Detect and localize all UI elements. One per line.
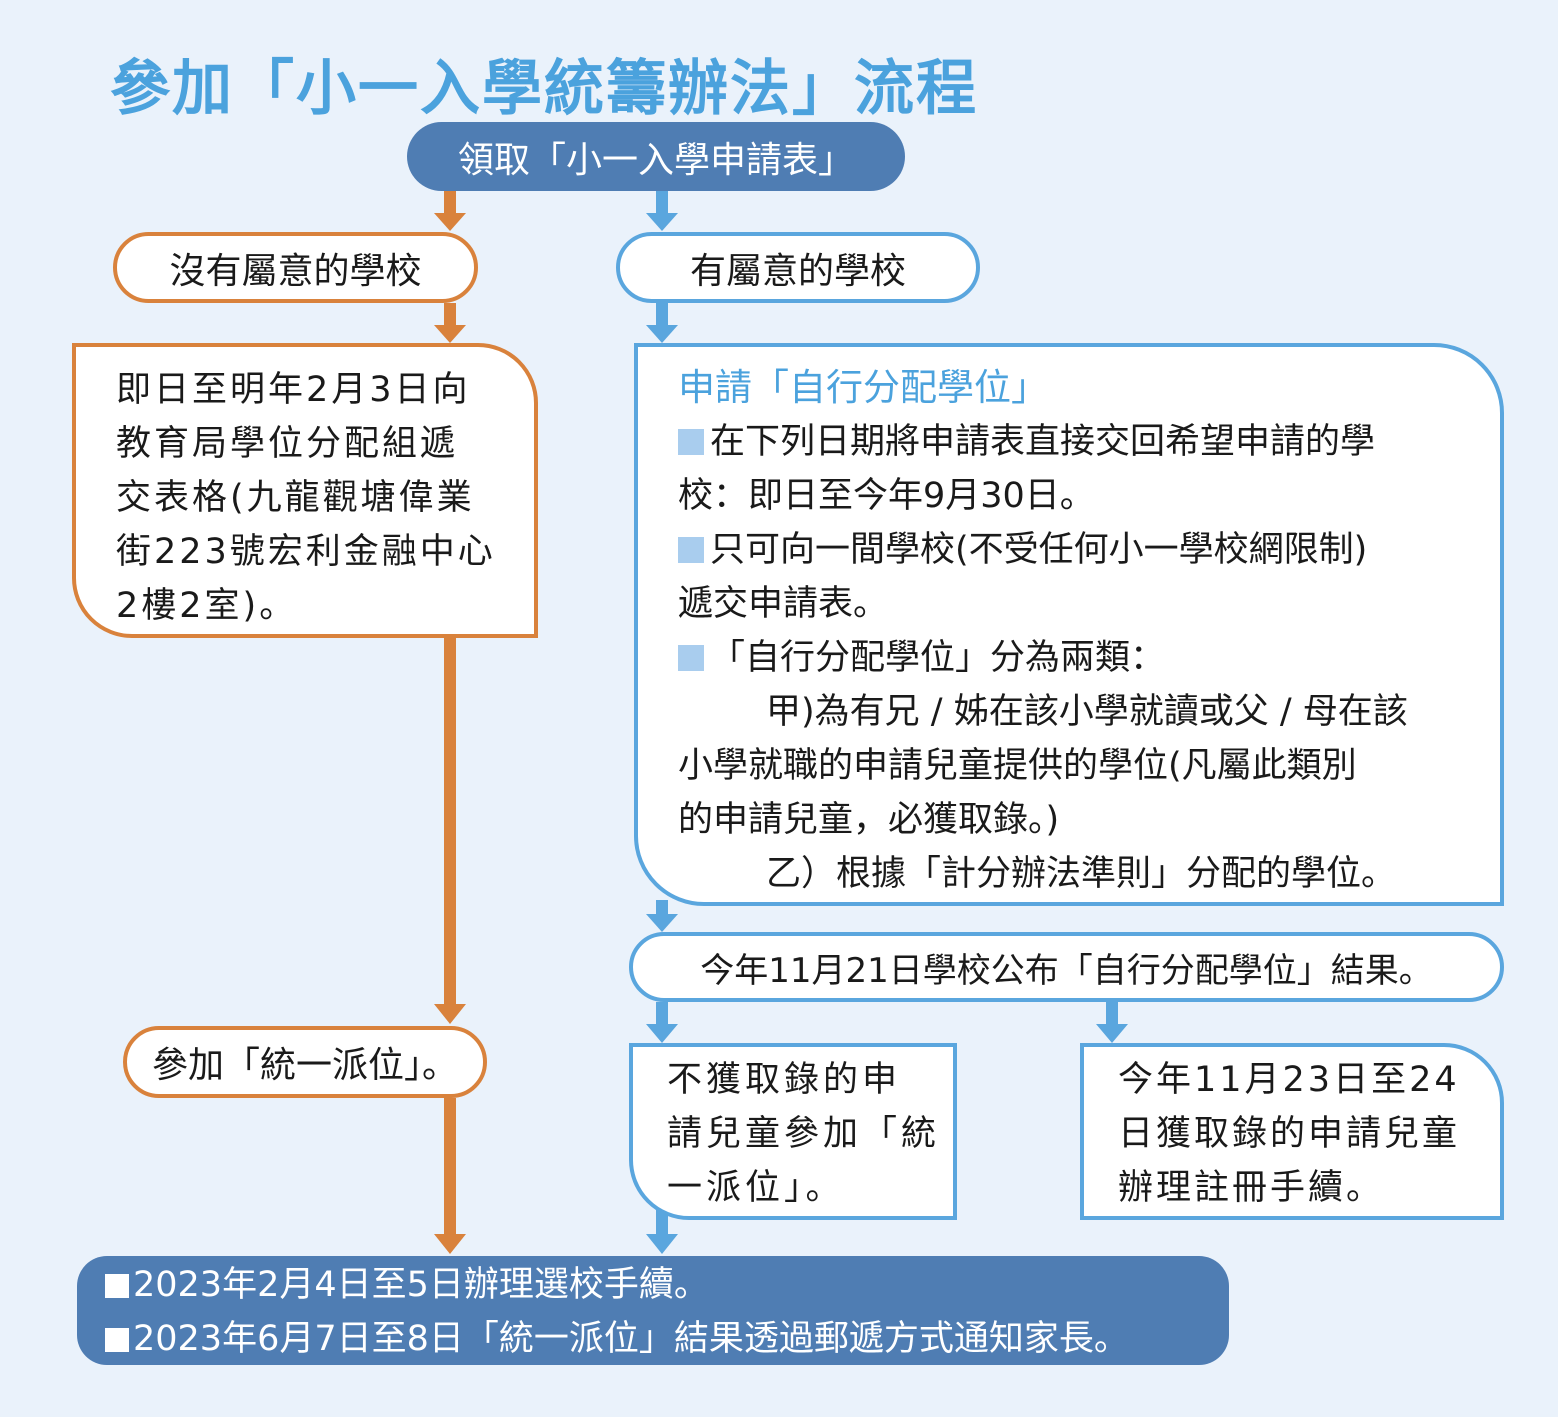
not-admitted-line: 請兒童參加「統	[667, 1114, 941, 1154]
central-allocation-label: 參加「統一派位」。	[151, 1045, 458, 1086]
results-label: 今年11月21日學校公布「自行分配學位」結果。	[700, 950, 1433, 991]
has-preferred-label: 有屬意的學校	[689, 250, 906, 292]
detail-line: 校：即日至今年9月30日。	[678, 476, 1095, 516]
info-line: 交表格(九龍觀塘偉業	[116, 478, 475, 518]
detail-line: 乙）根據「計分辦法準則」分配的學位。	[766, 854, 1397, 894]
admitted-line: 辦理註冊手續。	[1118, 1168, 1385, 1208]
detail-line: 小學就職的申請兒童提供的學位(凡屬此類別	[678, 746, 1357, 786]
info-line: 教育局學位分配組遞	[116, 424, 459, 464]
no-preferred-school: 沒有屬意的學校	[113, 232, 478, 303]
detail-line: 只可向一間學校(不受任何小一學校網限制)	[710, 530, 1368, 570]
info-line: 2樓2室)。	[116, 586, 298, 626]
page-title: 參加「小一入學統籌辦法」流程	[110, 54, 978, 124]
results-announcement: 今年11月21日學校公布「自行分配學位」結果。	[629, 932, 1504, 1002]
bullet-square-icon	[678, 429, 704, 455]
central-allocation-step: 參加「統一派位」。	[123, 1026, 487, 1098]
central-submission-info: 即日至明年2月3日向 教育局學位分配組遞 交表格(九龍觀塘偉業 街223號宏利金…	[72, 343, 538, 638]
discretionary-places-box: 申請「自行分配學位」 在下列日期將申請表直接交回希望申請的學 校：即日至今年9月…	[634, 343, 1504, 906]
discretionary-heading: 申請「自行分配學位」	[678, 366, 1048, 409]
start-label: 領取「小一入學申請表」	[457, 139, 854, 181]
detail-line: 遞交申請表。	[678, 584, 889, 624]
admitted-line: 今年11月23日至24	[1118, 1060, 1460, 1100]
has-preferred-school: 有屬意的學校	[616, 232, 980, 303]
bullet-square-icon	[105, 1274, 129, 1298]
detail-line: 「自行分配學位」分為兩類：	[710, 638, 1166, 678]
bullet-square-icon	[678, 645, 704, 671]
bullet-square-icon	[105, 1328, 129, 1352]
start-step-get-form: 領取「小一入學申請表」	[407, 122, 905, 191]
final-line: 2023年2月4日至5日辦理選校手續。	[133, 1265, 709, 1305]
admitted-box: 今年11月23日至24 日獲取錄的申請兒童 辦理註冊手續。	[1080, 1043, 1504, 1220]
not-admitted-box: 不獲取錄的申 請兒童參加「統 一派位」。	[629, 1043, 957, 1220]
orange-arrows	[434, 191, 466, 1254]
detail-line: 甲)為有兄 / 姊在該小學就讀或父 / 母在該	[766, 692, 1408, 732]
bullet-square-icon	[678, 537, 704, 563]
not-admitted-line: 一派位」。	[667, 1168, 845, 1208]
no-preferred-label: 沒有屬意的學校	[169, 250, 422, 292]
blue-arrows	[646, 191, 1128, 1254]
final-steps-box: 2023年2月4日至5日辦理選校手續。 2023年6月7日至8日「統一派位」結果…	[77, 1256, 1229, 1365]
info-line: 即日至明年2月3日向	[116, 370, 471, 410]
detail-line: 在下列日期將申請表直接交回希望申請的學	[710, 422, 1376, 462]
not-admitted-line: 不獲取錄的申	[667, 1060, 902, 1100]
info-line: 街223號宏利金融中心	[116, 532, 496, 572]
final-line: 2023年6月7日至8日「統一派位」結果透過郵遞方式通知家長。	[133, 1319, 1129, 1359]
detail-line: 的申請兒童，必獲取錄。)	[678, 800, 1060, 840]
admitted-line: 日獲取錄的申請兒童	[1118, 1114, 1461, 1154]
